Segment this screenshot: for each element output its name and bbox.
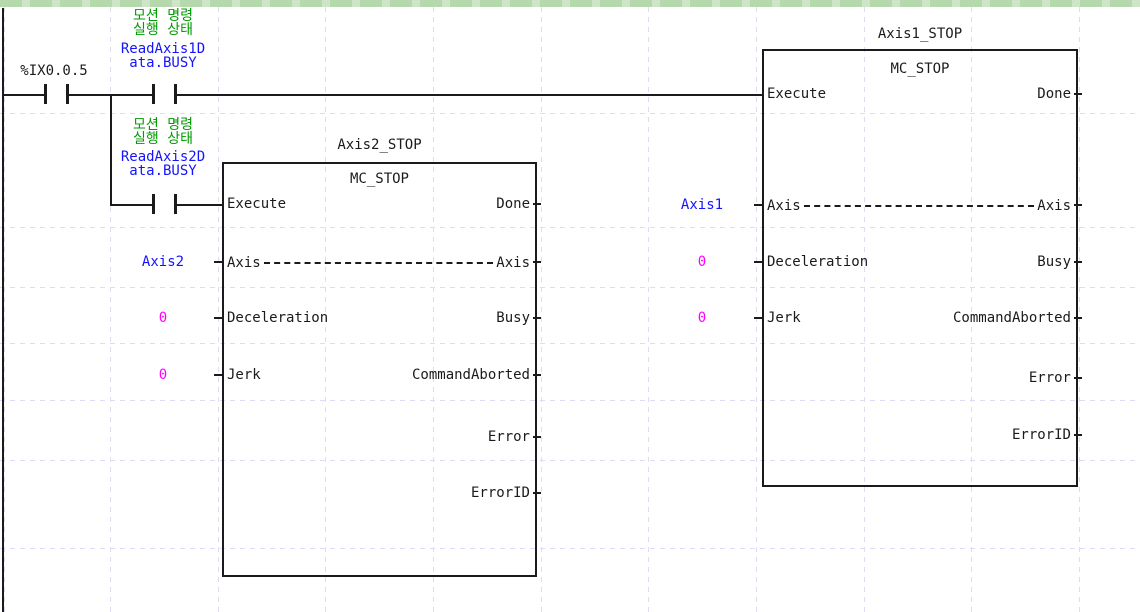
fb0-output-error: Error xyxy=(487,429,530,445)
fb1-type-label: MC_STOP xyxy=(890,61,950,77)
fb0-stub-command-aborted-out xyxy=(533,374,541,376)
fb0-value-axis[interactable]: Axis2 xyxy=(141,254,185,270)
axis-dash-connector xyxy=(263,261,494,264)
contact3-variable-line1[interactable]: ReadAxis2D xyxy=(120,149,206,165)
fb1-input-jerk: Jerk xyxy=(767,310,801,326)
contact-bar-icon xyxy=(152,84,155,104)
fb0-output-done: Done xyxy=(496,196,530,212)
fb1-output-error-id: ErrorID xyxy=(1011,427,1071,443)
fb0-value-deceleration[interactable]: 0 xyxy=(158,310,168,326)
fb0-stub-done-out xyxy=(533,203,541,205)
fb1-value-axis[interactable]: Axis1 xyxy=(680,197,724,213)
grid-line-horizontal xyxy=(0,400,1140,401)
grid-line-vertical xyxy=(433,7,434,612)
grid-line-vertical xyxy=(110,7,111,612)
contact3-comment-line1: 모션 명령 xyxy=(133,117,193,133)
contact-bar-icon xyxy=(152,194,155,214)
contact2-variable-line2[interactable]: ata.BUSY xyxy=(129,55,197,71)
contact-bar-icon xyxy=(174,84,177,104)
fb1-stub-jerk-in xyxy=(754,317,762,319)
fb1-mc-stop-block[interactable] xyxy=(762,49,1078,487)
fb1-output-axis: Axis xyxy=(1037,197,1071,214)
fb1-output-error: Error xyxy=(1028,370,1071,386)
grid-line-vertical xyxy=(4,7,5,612)
fb1-value-deceleration[interactable]: 0 xyxy=(697,254,707,270)
fb1-output-command-aborted: CommandAborted xyxy=(952,310,1071,326)
contact-readaxis1data-busy[interactable] xyxy=(148,82,180,106)
fb1-input-deceleration: Deceleration xyxy=(767,254,869,270)
grid-line-vertical xyxy=(756,7,757,612)
contact2-comment-line2: 실행 상태 xyxy=(133,22,193,38)
contact-bar-icon xyxy=(66,84,69,104)
grid-line-vertical xyxy=(648,7,649,612)
grid-line-vertical xyxy=(541,7,542,612)
wire-branch-vertical xyxy=(110,94,112,206)
grid-line-vertical xyxy=(971,7,972,612)
fb0-input-execute: Execute xyxy=(227,196,287,212)
grid-line-horizontal xyxy=(0,548,1140,549)
left-power-rail xyxy=(2,8,4,612)
fb1-instance-name[interactable]: Axis1_STOP xyxy=(877,26,963,42)
fb1-stub-axis-in xyxy=(754,204,762,206)
fb0-stub-axis-out xyxy=(533,261,541,263)
fb1-input-axis: Axis xyxy=(767,197,801,214)
fb1-stub-deceleration-in xyxy=(754,261,762,263)
fb0-input-axis: Axis xyxy=(227,254,261,271)
fb0-stub-deceleration-in xyxy=(214,317,222,319)
contact-ix0-0-5[interactable] xyxy=(40,82,72,106)
wire-rung1 xyxy=(2,94,762,96)
fb0-instance-name[interactable]: Axis2_STOP xyxy=(337,137,422,153)
fb0-stub-jerk-in xyxy=(214,374,222,376)
fb0-input-jerk: Jerk xyxy=(227,367,261,383)
fb0-input-deceleration: Deceleration xyxy=(227,310,329,326)
contact3-variable-line2[interactable]: ata.BUSY xyxy=(129,163,197,179)
grid-line-horizontal xyxy=(0,287,1140,288)
grid-line-horizontal xyxy=(0,113,1140,114)
fb1-stub-command-aborted-out xyxy=(1074,317,1082,319)
grid-line-vertical xyxy=(218,7,219,612)
fb0-value-jerk[interactable]: 0 xyxy=(158,367,168,383)
fb1-stub-done-out xyxy=(1074,93,1082,95)
contact2-comment-line1: 모션 명령 xyxy=(133,8,193,24)
fb1-stub-error-out xyxy=(1074,377,1082,379)
fb1-output-done: Done xyxy=(1037,86,1071,102)
fb0-axis-passthrough-row: Axis Axis xyxy=(227,255,530,270)
contact1-label[interactable]: %IX0.0.5 xyxy=(20,63,88,79)
fb0-stub-error-out xyxy=(533,436,541,438)
fb1-output-busy: Busy xyxy=(1037,254,1071,270)
fb1-stub-busy-out xyxy=(1074,261,1082,263)
fb0-stub-error-id-out xyxy=(533,492,541,494)
fb1-stub-error-id-out xyxy=(1074,434,1082,436)
fb1-axis-passthrough-row: Axis Axis xyxy=(767,198,1071,213)
contact-bar-icon xyxy=(174,194,177,214)
fb1-value-jerk[interactable]: 0 xyxy=(697,310,707,326)
grid-line-horizontal xyxy=(0,227,1140,228)
fb0-output-axis: Axis xyxy=(496,254,530,271)
grid-line-vertical xyxy=(1079,7,1080,612)
fb0-mc-stop-block[interactable] xyxy=(222,162,537,577)
fb0-output-command-aborted: CommandAborted xyxy=(411,367,530,383)
fb0-output-busy: Busy xyxy=(496,310,530,326)
grid-line-vertical xyxy=(864,7,865,612)
grid-line-horizontal xyxy=(0,460,1140,461)
grid-line-horizontal xyxy=(0,343,1140,344)
rung-selection-bar xyxy=(0,0,1140,7)
fb1-stub-axis-out xyxy=(1074,204,1082,206)
grid-line-vertical xyxy=(325,7,326,612)
contact3-comment-line2: 실행 상태 xyxy=(133,131,193,147)
axis-dash-connector xyxy=(803,204,1035,207)
fb0-stub-busy-out xyxy=(533,317,541,319)
fb0-output-error-id: ErrorID xyxy=(470,485,530,501)
contact2-variable-line1[interactable]: ReadAxis1D xyxy=(120,41,206,57)
contact-readaxis2data-busy[interactable] xyxy=(148,192,180,216)
contact-bar-icon xyxy=(44,84,47,104)
fb0-stub-axis-in xyxy=(214,261,222,263)
fb1-input-execute: Execute xyxy=(767,86,827,102)
fb0-type-label: MC_STOP xyxy=(349,171,409,187)
